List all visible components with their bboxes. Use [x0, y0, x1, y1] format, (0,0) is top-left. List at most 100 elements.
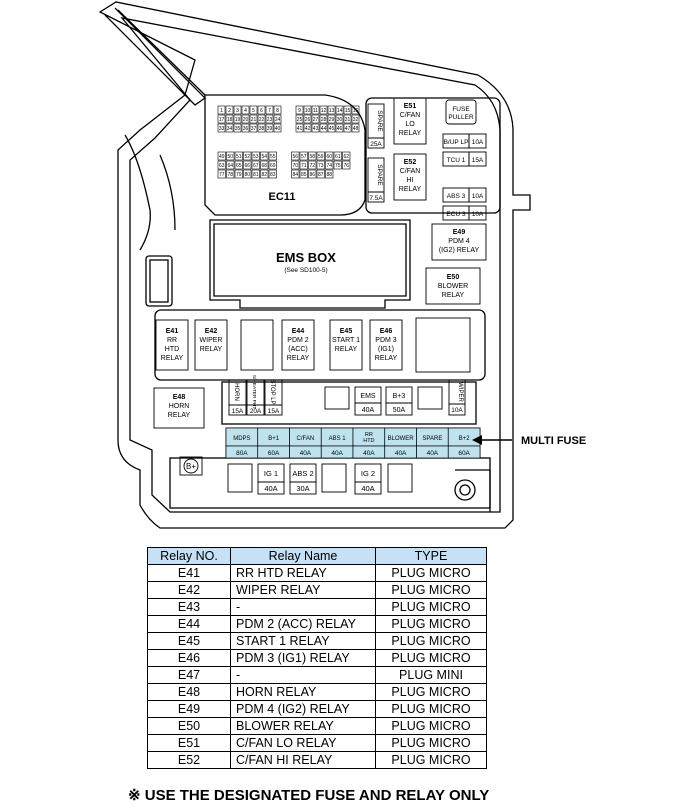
- ec11-pin: 35: [233, 123, 242, 133]
- svg-text:5: 5: [252, 108, 255, 114]
- multi-fuse-amp: 40A: [331, 450, 343, 457]
- svg-text:4: 4: [244, 108, 247, 114]
- ec11-pin: 63: [217, 160, 226, 170]
- svg-text:74: 74: [326, 163, 332, 169]
- relay-row-label: PDM 2: [287, 337, 309, 344]
- e52-relay-label-3: RELAY: [399, 186, 422, 193]
- ec11-pin: 10: [303, 105, 312, 115]
- ec11-pin: 61: [333, 151, 342, 161]
- spare-fuse-bottom-amp: 7.5A: [369, 195, 383, 202]
- relay-type-cell: PLUG MICRO: [375, 632, 487, 650]
- svg-text:22: 22: [259, 117, 265, 123]
- svg-text:16: 16: [353, 108, 359, 114]
- ec11-pin: 52: [243, 151, 252, 161]
- multi-fuse-amp: 40A: [427, 450, 439, 457]
- ec11-pin: 75: [333, 160, 342, 170]
- ec11-pin: 71: [299, 160, 308, 170]
- abs2-fuse-label: ABS 2: [292, 469, 313, 478]
- e50-relay-label-0: E50: [447, 274, 460, 281]
- relay-row-label: (ACC): [288, 346, 307, 353]
- relay-name-cell: WIPER RELAY: [230, 581, 376, 599]
- multi-fuse-amp: 40A: [395, 450, 407, 457]
- ec11-pin: 48: [351, 123, 360, 133]
- svg-text:6: 6: [260, 108, 263, 114]
- ec11-pin: 16: [351, 105, 360, 115]
- ec11-pin: 79: [234, 169, 243, 179]
- ec11-pin: 27: [311, 114, 320, 124]
- ems-box-subtitle: (See SD100-5): [284, 267, 327, 274]
- ec11-pin: 82: [260, 169, 269, 179]
- ec11-pin: 68: [260, 160, 269, 170]
- svg-text:36: 36: [243, 126, 249, 132]
- svg-text:51: 51: [236, 154, 242, 160]
- ec11-pin: 51: [234, 151, 243, 161]
- ig1-fuse-amp: 40A: [264, 484, 277, 493]
- svg-text:32: 32: [353, 117, 359, 123]
- ec11-pin: 46: [335, 123, 344, 133]
- table-row: E43-PLUG MICRO: [147, 598, 487, 616]
- ec11-pin: 86: [308, 169, 317, 179]
- relay-no-cell: E47: [147, 666, 231, 684]
- mini-fuse-label: TCU 1: [447, 157, 466, 164]
- svg-text:33: 33: [219, 126, 225, 132]
- svg-text:24: 24: [275, 117, 281, 123]
- ems-fuse-amp: 40A: [362, 407, 375, 414]
- ec11-pin: 3: [233, 105, 242, 115]
- svg-text:7: 7: [268, 108, 271, 114]
- svg-text:57: 57: [301, 154, 307, 160]
- ec11-pin: 85: [299, 169, 308, 179]
- svg-text:75: 75: [335, 163, 341, 169]
- e52-relay-label-2: HI: [407, 177, 414, 184]
- ec11-pin: 18: [225, 114, 234, 124]
- relay-row-label: RELAY: [161, 355, 184, 362]
- relay-no-cell: E44: [147, 615, 231, 633]
- relay-no-cell: E42: [147, 581, 231, 599]
- ig2-fuse-label: IG 2: [361, 469, 375, 478]
- multi-fuse-amp: 60A: [268, 450, 280, 457]
- svg-text:83: 83: [270, 172, 276, 178]
- svg-text:81: 81: [253, 172, 259, 178]
- ec11-pin: 50: [226, 151, 235, 161]
- svg-text:40: 40: [275, 126, 281, 132]
- ec11-pin: 76: [342, 160, 351, 170]
- svg-text:69: 69: [270, 163, 276, 169]
- ec11-pin: 33: [217, 123, 226, 133]
- svg-text:10: 10: [305, 108, 311, 114]
- small-fuse-label: HORN: [233, 383, 239, 401]
- ec11-pin: 78: [226, 169, 235, 179]
- footnote: ※ USE THE DESIGNATED FUSE AND RELAY ONLY: [128, 787, 490, 804]
- ig2-fuse-amp: 40A: [361, 484, 374, 493]
- ec11-pin: 15: [343, 105, 352, 115]
- ec11-housing: [204, 94, 366, 216]
- ec11-pin: 40: [273, 123, 282, 133]
- svg-text:8: 8: [276, 108, 279, 114]
- relay-type-cell: PLUG MICRO: [375, 564, 487, 582]
- svg-text:65: 65: [236, 163, 242, 169]
- spare-fuse-top-amp: 25A: [370, 141, 382, 148]
- ec11-pin: 70: [291, 160, 300, 170]
- ec11-pin: 31: [343, 114, 352, 124]
- ec11-pin: 1: [217, 105, 226, 115]
- b3-fuse-amp: 50A: [393, 407, 406, 414]
- svg-text:39: 39: [267, 126, 273, 132]
- svg-text:52: 52: [244, 154, 250, 160]
- header-type: TYPE: [375, 547, 487, 565]
- b-plus-terminal: B+: [186, 462, 196, 471]
- wiper-fuse-amp: 10A: [451, 407, 463, 414]
- housing-outline: [98, 1, 531, 529]
- ec11-pin: 30: [335, 114, 344, 124]
- ec11-pin: 47: [343, 123, 352, 133]
- svg-text:59: 59: [318, 154, 324, 160]
- svg-text:30: 30: [337, 117, 343, 123]
- ec11-pin: 57: [299, 151, 308, 161]
- ec11-pin: 17: [217, 114, 226, 124]
